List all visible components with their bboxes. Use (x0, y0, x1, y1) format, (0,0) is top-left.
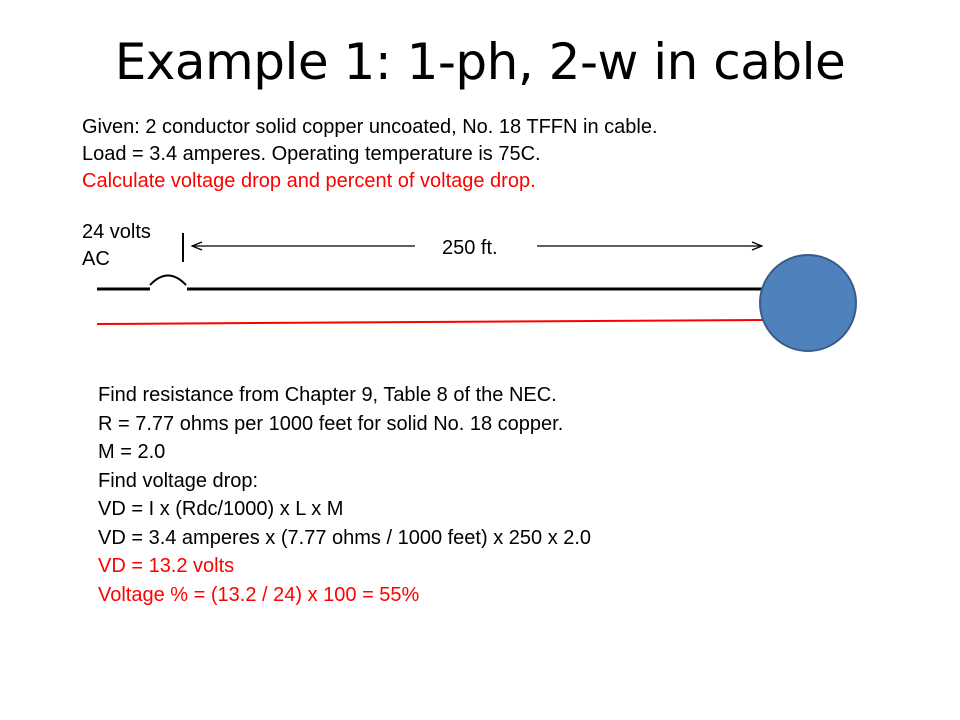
source-voltage-value: 24 volts (82, 221, 151, 243)
slide-title: Example 1: 1-ph, 2-w in cable (114, 33, 846, 91)
given-line-load: Load = 3.4 amperes. Operating temperatur… (82, 143, 541, 165)
distance-label: 250 ft. (442, 237, 498, 259)
calc-line-resistance: R = 7.77 ohms per 1000 feet for solid No… (98, 412, 564, 435)
conductor-bottom (96, 319, 767, 325)
load-circle (759, 254, 857, 352)
calc-line-substitution: VD = 3.4 amperes x (7.77 ohms / 1000 fee… (98, 526, 592, 549)
calculation-text-block: Find resistance from Chapter 9, Table 8 … (98, 381, 591, 609)
source-voltage-label: 24 volts AC (82, 219, 151, 273)
switch-arc (149, 274, 187, 286)
calc-line-find-vd: Find voltage drop: (98, 469, 259, 492)
calc-line-multiplier: M = 2.0 (98, 441, 166, 463)
calc-line-find-resistance: Find resistance from Chapter 9, Table 8 … (98, 384, 557, 406)
calc-line-percent-result: Voltage % = (13.2 / 24) x 100 = 55% (98, 583, 420, 606)
given-line-task: Calculate voltage drop and percent of vo… (82, 170, 536, 192)
calc-line-formula: VD = I x (Rdc/1000) x L x M (98, 498, 344, 520)
given-line-conductor: Given: 2 conductor solid copper uncoated… (82, 116, 658, 138)
calc-line-vd-result: VD = 13.2 volts (98, 555, 235, 577)
source-type: AC (82, 248, 110, 270)
given-text-block: Given: 2 conductor solid copper uncoated… (82, 114, 658, 195)
